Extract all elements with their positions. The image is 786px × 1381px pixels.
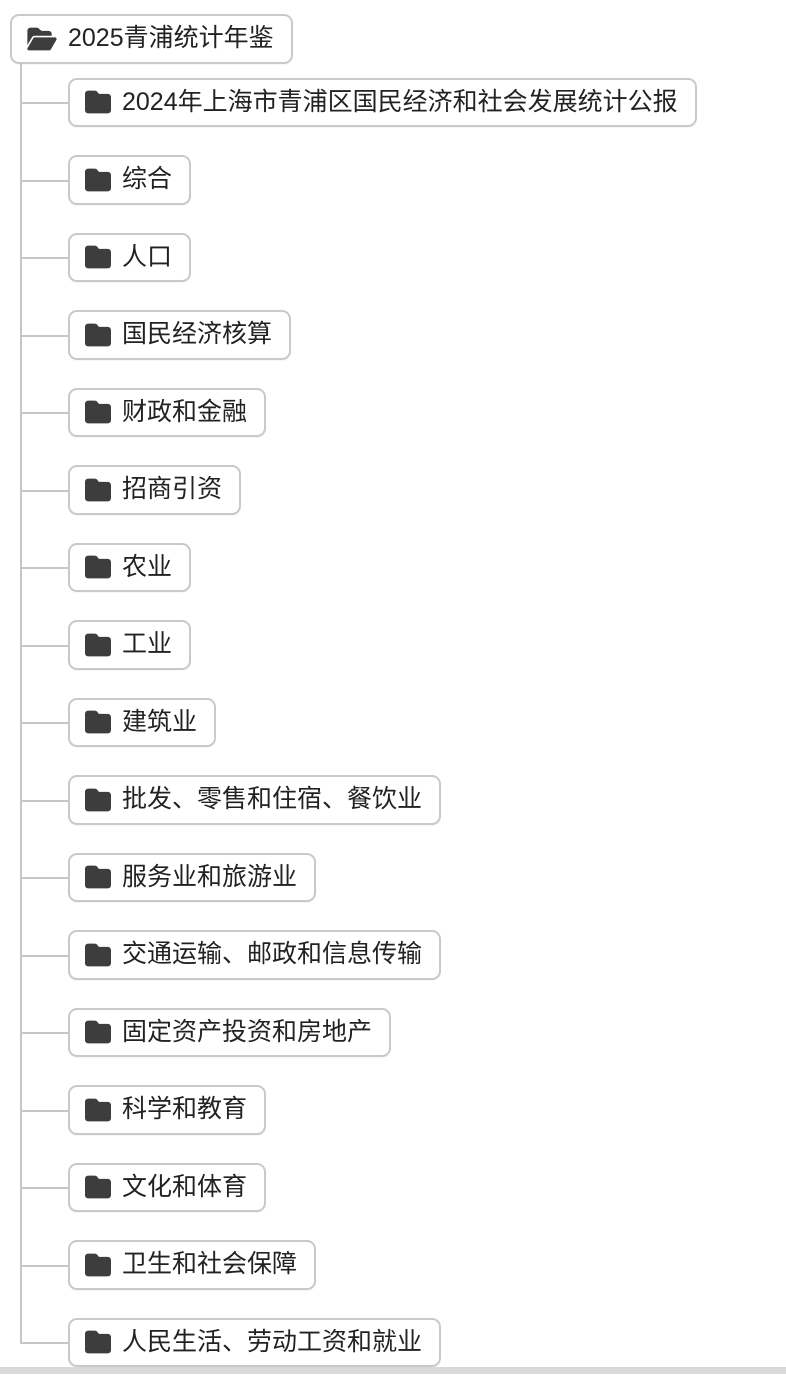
tree-node[interactable]: 文化和体育 <box>68 1163 266 1213</box>
folder-icon <box>85 1329 111 1355</box>
tree-node-label: 固定资产投资和房地产 <box>122 1018 372 1048</box>
folder-icon <box>85 89 111 115</box>
tree-node-label: 服务业和旅游业 <box>122 863 297 893</box>
folder-icon <box>85 709 111 735</box>
folder-icon <box>85 399 111 425</box>
tree-root-row: 2025青浦统计年鉴 <box>10 14 786 64</box>
tree-row: 批发、零售和住宿、餐饮业 <box>68 761 786 839</box>
folder-icon <box>85 554 111 580</box>
folder-icon <box>85 1019 111 1045</box>
tree-node-label: 人口 <box>122 243 172 273</box>
tree-row: 国民经济核算 <box>68 296 786 374</box>
tree-node-label: 文化和体育 <box>122 1173 247 1203</box>
folder-icon <box>85 477 111 503</box>
tree-node[interactable]: 人口 <box>68 233 191 283</box>
folder-icon <box>85 942 111 968</box>
folder-icon <box>85 1097 111 1123</box>
tree-row: 2024年上海市青浦区国民经济和社会发展统计公报 <box>68 64 786 142</box>
folder-icon <box>85 864 111 890</box>
tree-node-label: 综合 <box>122 165 172 195</box>
folder-icon <box>85 167 111 193</box>
folder-icon <box>85 632 111 658</box>
tree-row: 服务业和旅游业 <box>68 839 786 917</box>
folder-icon <box>85 787 111 813</box>
folder-icon <box>85 1174 111 1200</box>
tree-node-label: 批发、零售和住宿、餐饮业 <box>122 785 422 815</box>
folder-icon <box>85 322 111 348</box>
tree-node[interactable]: 2024年上海市青浦区国民经济和社会发展统计公报 <box>68 78 697 128</box>
tree-node[interactable]: 招商引资 <box>68 465 241 515</box>
tree-node[interactable]: 交通运输、邮政和信息传输 <box>68 930 441 980</box>
tree-row: 文化和体育 <box>68 1149 786 1227</box>
tree-row: 交通运输、邮政和信息传输 <box>68 916 786 994</box>
folder-open-icon <box>27 26 57 52</box>
tree-row: 综合 <box>68 141 786 219</box>
folder-icon <box>85 1252 111 1278</box>
tree-root-node[interactable]: 2025青浦统计年鉴 <box>10 14 293 64</box>
tree-node[interactable]: 科学和教育 <box>68 1085 266 1135</box>
tree-row: 建筑业 <box>68 684 786 762</box>
tree-node-label: 国民经济核算 <box>122 320 272 350</box>
tree-node[interactable]: 卫生和社会保障 <box>68 1240 316 1290</box>
tree-row: 固定资产投资和房地产 <box>68 994 786 1072</box>
tree-root-label: 2025青浦统计年鉴 <box>68 24 274 54</box>
tree-row: 财政和金融 <box>68 374 786 452</box>
tree-node[interactable]: 国民经济核算 <box>68 310 291 360</box>
tree-node[interactable]: 批发、零售和住宿、餐饮业 <box>68 775 441 825</box>
tree-node-label: 2024年上海市青浦区国民经济和社会发展统计公报 <box>122 88 678 118</box>
tree-row: 工业 <box>68 606 786 684</box>
tree-node-label: 科学和教育 <box>122 1095 247 1125</box>
tree-node[interactable]: 财政和金融 <box>68 388 266 438</box>
folder-icon <box>85 244 111 270</box>
tree-row: 人口 <box>68 219 786 297</box>
tree-row: 卫生和社会保障 <box>68 1226 786 1304</box>
tree-node-label: 农业 <box>122 553 172 583</box>
tree-node-label: 卫生和社会保障 <box>122 1250 297 1280</box>
tree-node-label: 财政和金融 <box>122 398 247 428</box>
tree-row: 农业 <box>68 529 786 607</box>
tree-node[interactable]: 服务业和旅游业 <box>68 853 316 903</box>
tree-node-label: 招商引资 <box>122 475 222 505</box>
bottom-cutoff-bar <box>0 1367 786 1374</box>
tree-node-label: 交通运输、邮政和信息传输 <box>122 940 422 970</box>
tree-node[interactable]: 建筑业 <box>68 698 216 748</box>
tree-node[interactable]: 综合 <box>68 155 191 205</box>
tree-node[interactable]: 农业 <box>68 543 191 593</box>
tree-node[interactable]: 人民生活、劳动工资和就业 <box>68 1318 441 1368</box>
tree-node[interactable]: 工业 <box>68 620 191 670</box>
tree-node-label: 建筑业 <box>122 708 197 738</box>
tree-row: 招商引资 <box>68 451 786 529</box>
tree-row: 科学和教育 <box>68 1071 786 1149</box>
tree-node[interactable]: 固定资产投资和房地产 <box>68 1008 391 1058</box>
tree-node-label: 工业 <box>122 630 172 660</box>
tree-node-label: 人民生活、劳动工资和就业 <box>122 1328 422 1358</box>
tree-children: 2024年上海市青浦区国民经济和社会发展统计公报 综合 人口 国民经济核算 <box>10 64 786 1381</box>
